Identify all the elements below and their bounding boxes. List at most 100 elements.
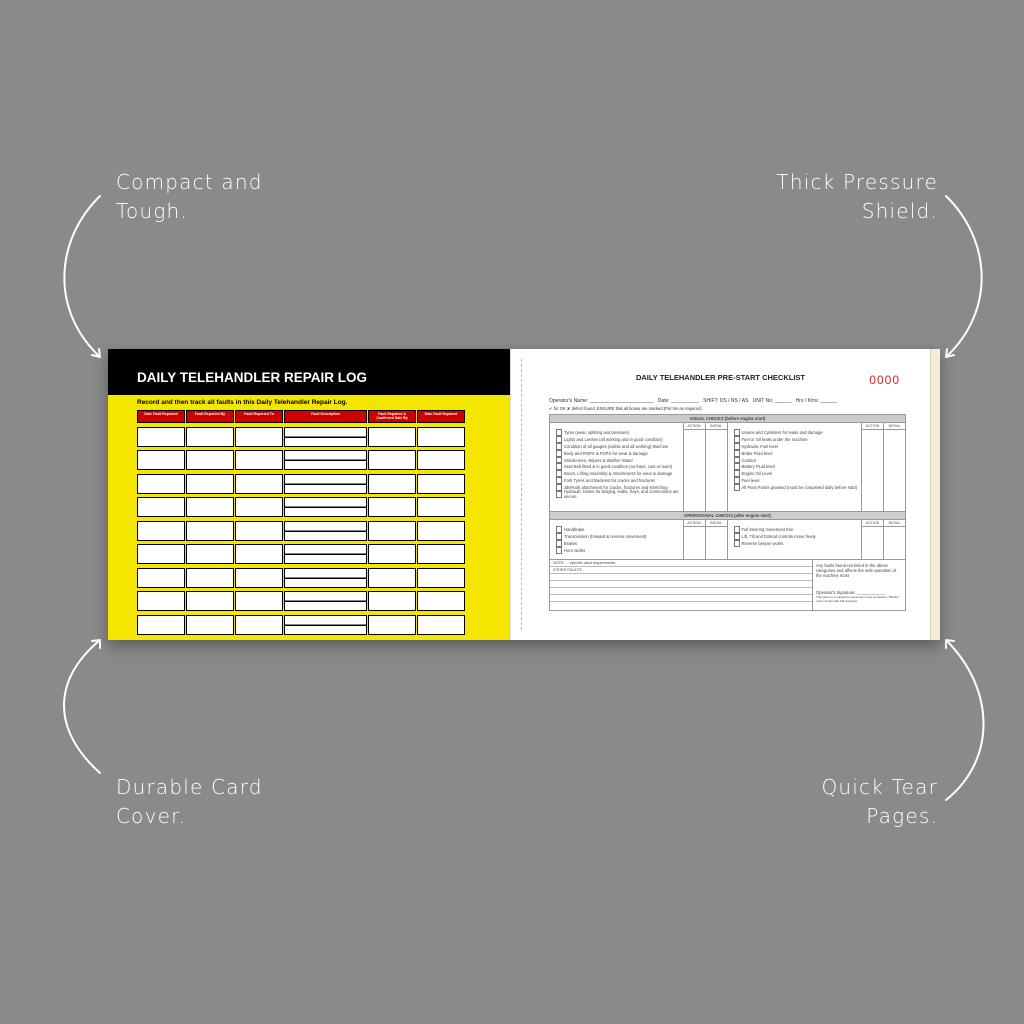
checkbox[interactable] — [556, 435, 562, 443]
table-cell[interactable] — [137, 591, 185, 611]
visual-checks-title: VISUAL CHECKS (before engine start) — [550, 415, 905, 423]
table-cell[interactable] — [417, 426, 465, 447]
table-cell[interactable] — [186, 520, 234, 541]
checkbox[interactable] — [556, 491, 562, 498]
table-cell[interactable] — [368, 567, 416, 588]
checkbox[interactable] — [733, 449, 740, 457]
checkbox[interactable] — [556, 539, 562, 547]
table-cell[interactable] — [368, 497, 416, 517]
table-cell[interactable] — [137, 544, 185, 564]
table-cell[interactable] — [235, 426, 283, 447]
table-cell[interactable] — [417, 567, 465, 588]
table-cell[interactable] — [417, 614, 465, 635]
checkbox[interactable] — [733, 470, 740, 478]
table-cell[interactable] — [235, 614, 283, 635]
initial-header: INITIAL — [705, 423, 727, 430]
checkbox[interactable] — [556, 449, 562, 457]
checklist-item: Fuel level — [733, 477, 860, 485]
table-row — [137, 426, 465, 447]
initial-header: INITIAL — [705, 520, 727, 527]
table-cell[interactable] — [235, 450, 283, 470]
table-cell[interactable] — [368, 473, 416, 494]
checkbox[interactable] — [556, 442, 562, 450]
table-cell[interactable] — [186, 450, 234, 470]
table-cell[interactable] — [186, 591, 234, 611]
table-cell[interactable] — [235, 567, 283, 588]
checklist-item-label: Boom, Lifting Assembly & Attachments for… — [564, 471, 673, 477]
table-cell[interactable] — [137, 614, 185, 635]
checkbox[interactable] — [556, 546, 562, 554]
checklist-item-label: Brake Fluid level — [741, 450, 773, 456]
table-cell[interactable] — [235, 497, 283, 517]
checkbox[interactable] — [733, 532, 740, 540]
checklist-item-label: Coolant — [741, 457, 756, 463]
table-cell[interactable] — [235, 520, 283, 541]
checkbox[interactable] — [556, 532, 562, 540]
table-cell[interactable] — [368, 426, 416, 447]
checkbox[interactable] — [733, 539, 740, 547]
table-cell[interactable] — [417, 520, 465, 541]
checklist-item: Fuel or Oil leaks under the machine — [733, 435, 860, 443]
table-cell[interactable] — [368, 520, 416, 541]
table-cell[interactable] — [368, 544, 416, 564]
checklist-item-label: Fuel or Oil leaks under the machine — [741, 436, 808, 442]
checkbox[interactable] — [556, 429, 562, 436]
table-cell[interactable] — [137, 450, 185, 470]
table-cell[interactable] — [186, 544, 234, 564]
table-cell[interactable] — [186, 426, 234, 447]
table-cell[interactable] — [284, 497, 367, 517]
table-cell[interactable] — [368, 591, 416, 611]
checkbox[interactable] — [556, 477, 562, 485]
table-cell[interactable] — [284, 614, 367, 635]
checkbox[interactable] — [556, 456, 562, 464]
checkbox[interactable] — [733, 484, 740, 492]
table-cell[interactable] — [417, 450, 465, 470]
table-cell[interactable] — [368, 614, 416, 635]
checkbox[interactable] — [733, 526, 740, 533]
table-cell[interactable] — [284, 544, 367, 564]
table-cell[interactable] — [284, 473, 367, 494]
arrow-bottom-left — [63, 639, 101, 774]
table-cell[interactable] — [417, 473, 465, 494]
column-header: Fault Repaired & Confirmed Safe By — [368, 410, 416, 423]
table-cell[interactable] — [137, 567, 185, 588]
table-cell[interactable] — [235, 544, 283, 564]
table-cell[interactable] — [284, 450, 367, 470]
checkbox[interactable] — [733, 456, 740, 464]
table-cell[interactable] — [284, 426, 367, 447]
table-cell[interactable] — [417, 591, 465, 611]
table-cell[interactable] — [137, 426, 185, 447]
action-header: ACTION — [683, 520, 705, 527]
checkbox[interactable] — [556, 526, 562, 533]
repair-log-subtitle: Record and then track all faults in this… — [137, 399, 348, 406]
checkbox[interactable] — [733, 477, 740, 485]
table-cell[interactable] — [186, 497, 234, 517]
table-cell[interactable] — [284, 591, 367, 611]
table-cell[interactable] — [368, 450, 416, 470]
checkbox[interactable] — [556, 484, 562, 492]
table-cell[interactable] — [417, 497, 465, 517]
other-faults-label: OTHER FAULTS: — [550, 567, 812, 574]
table-cell[interactable] — [186, 567, 234, 588]
operator-signature: Operator's Signature: ____________ — [816, 590, 885, 595]
checkbox[interactable] — [733, 429, 740, 436]
checkbox[interactable] — [733, 435, 740, 443]
table-cell[interactable] — [186, 473, 234, 494]
table-cell[interactable] — [235, 473, 283, 494]
checkbox[interactable] — [556, 470, 562, 478]
table-cell[interactable] — [284, 567, 367, 588]
checklist-item-label: Battery Fluid level — [741, 464, 775, 470]
table-cell[interactable] — [137, 520, 185, 541]
table-cell[interactable] — [186, 614, 234, 635]
notes-area: NOTE: ... specific plant requirements. O… — [550, 560, 813, 610]
table-cell[interactable] — [137, 497, 185, 517]
checkbox[interactable] — [556, 463, 562, 471]
table-cell[interactable] — [235, 591, 283, 611]
table-cell[interactable] — [137, 473, 185, 494]
checkbox[interactable] — [733, 442, 740, 450]
checkbox[interactable] — [733, 463, 740, 471]
initial-header: INITIAL — [884, 423, 905, 430]
table-cell[interactable] — [417, 544, 465, 564]
table-cell[interactable] — [284, 520, 367, 541]
